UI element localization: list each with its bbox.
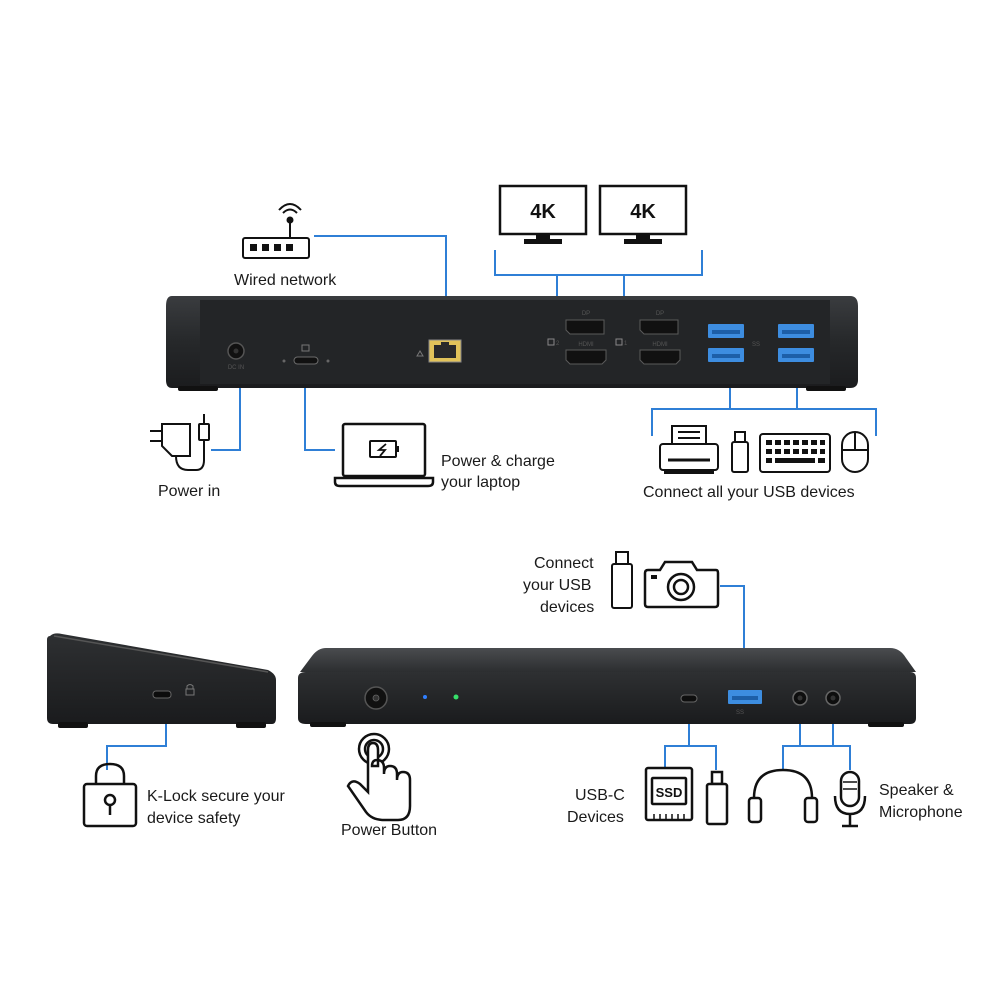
power-charge-label-2: your laptop	[441, 474, 521, 491]
led-green	[453, 694, 459, 700]
connect-usb-label-1: Connect	[534, 555, 594, 572]
usbc-rear-port	[293, 356, 319, 365]
power-in-label: Power in	[158, 483, 221, 500]
monitor-1-resolution: 4K	[530, 201, 556, 223]
power-adapter-icon	[150, 414, 210, 471]
dp-2-port	[565, 319, 605, 335]
padlock-icon	[82, 762, 138, 828]
dc-in-label: DC IN	[228, 365, 244, 371]
usbc-bracket-line	[664, 745, 717, 770]
printer-icon	[659, 425, 719, 474]
k-lock-slot	[152, 690, 172, 699]
hdmi-1-port	[639, 349, 681, 365]
mouse-icon	[841, 431, 869, 473]
usb-devices-line	[651, 408, 877, 436]
connect-usb-label-2: your USB	[523, 577, 592, 594]
headphones-icon	[747, 768, 819, 824]
usbc-devices-label-1: USB-C	[575, 787, 625, 804]
dock-front-view: SS	[298, 648, 916, 727]
usbc-stick-icon	[705, 770, 729, 826]
microphone-icon	[833, 770, 867, 828]
ssd-label: SSD	[656, 785, 683, 800]
wired-network-label: Wired network	[234, 272, 337, 289]
led-blue	[423, 695, 427, 699]
laptop-line	[304, 362, 335, 451]
hdmi-2-port	[565, 349, 607, 365]
dock-side-view	[47, 633, 276, 728]
dp-1-port	[639, 319, 679, 335]
ssd-icon: SSD	[644, 766, 694, 822]
dp-2-label: DP	[582, 311, 590, 317]
speaker-mic-label-1: Speaker &	[879, 782, 954, 799]
monitor-bracket-line	[494, 250, 703, 276]
audio-bracket-line	[782, 745, 851, 770]
klock-label-1: K-Lock secure your	[147, 788, 285, 805]
press-hand-icon	[346, 732, 412, 822]
connect-usb-label-3: devices	[540, 599, 595, 616]
power-button-label: Power Button	[341, 822, 438, 839]
monitor-2-resolution: 4K	[630, 201, 656, 223]
connect-all-usb-label: Connect all your USB devices	[643, 484, 855, 501]
usb-stick-icon	[611, 551, 633, 609]
usb-flash-drive-icon	[731, 431, 749, 473]
keyboard-icon	[759, 433, 831, 473]
klock-label-2: device safety	[147, 810, 241, 827]
power-charge-label-1: Power & charge	[441, 453, 555, 470]
display-2-label: 2	[556, 341, 560, 347]
laptop-icon	[333, 422, 435, 488]
router-icon	[242, 203, 310, 259]
display-1-label: 1	[624, 341, 628, 347]
monitor-1: 4K	[498, 184, 588, 244]
hdmi-1-label: HDMI	[652, 342, 668, 348]
usbc-devices-label-2: Devices	[567, 809, 624, 826]
usbc-front-port	[680, 694, 698, 703]
speaker-mic-label-2: Microphone	[879, 804, 963, 821]
dp-1-label: DP	[656, 311, 664, 317]
dock-rear-view: DC IN 2 DP HDMI 1 DP HDMI SS	[166, 296, 858, 391]
usb3-rear-label: SS	[752, 342, 760, 348]
monitor-2: 4K	[598, 184, 688, 244]
usb3-front-label: SS	[736, 710, 744, 716]
camera-icon	[643, 560, 720, 609]
hdmi-2-label: HDMI	[578, 342, 594, 348]
